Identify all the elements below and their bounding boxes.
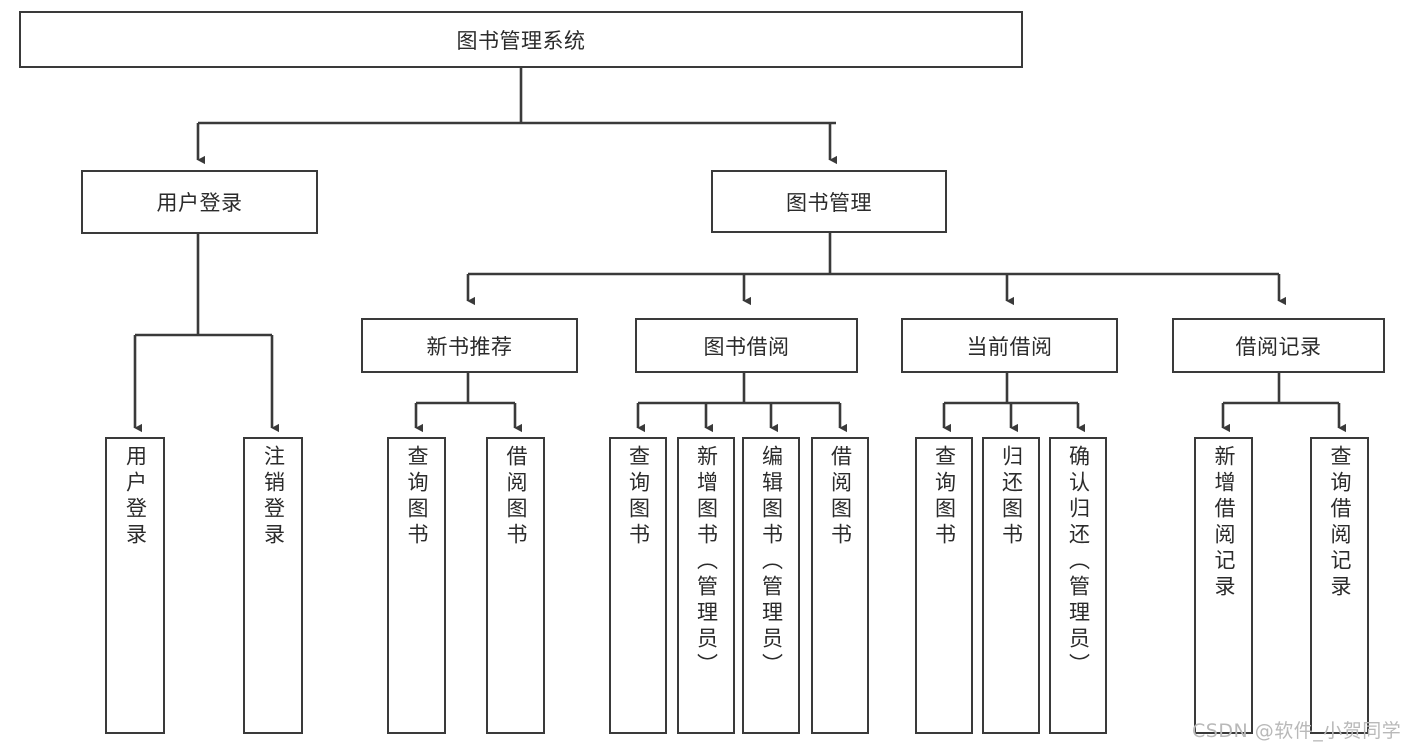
node-root[interactable]: 图书管理系统 (19, 11, 1023, 68)
leaf-borrow-record-add[interactable]: 新增借阅记录 (1194, 437, 1253, 734)
leaf-label: 查询图书 (626, 445, 651, 549)
leaf-label: 借阅图书 (828, 445, 853, 549)
leaf-label: 确认归还（管理员） (1066, 445, 1091, 679)
node-user-login-label: 用户登录 (156, 191, 243, 215)
leaf-label: 编辑图书（管理员） (759, 445, 784, 679)
leaf-current-borrow-query[interactable]: 查询图书 (915, 437, 973, 734)
leaf-label: 归还图书 (999, 445, 1024, 549)
node-user-login[interactable]: 用户登录 (81, 170, 318, 234)
leaf-label: 注销登录 (261, 445, 286, 549)
leaf-label: 查询图书 (405, 445, 429, 549)
leaf-book-borrow-edit[interactable]: 编辑图书（管理员） (742, 437, 800, 734)
leaf-book-borrow-borrow[interactable]: 借阅图书 (811, 437, 869, 734)
node-borrow-record-label: 借阅记录 (1235, 334, 1322, 359)
node-new-book-recommend[interactable]: 新书推荐 (361, 318, 578, 373)
leaf-label: 用户登录 (123, 445, 148, 549)
leaf-new-book-borrow[interactable]: 借阅图书 (486, 437, 545, 734)
leaf-current-borrow-return[interactable]: 归还图书 (982, 437, 1040, 734)
node-root-label: 图书管理系统 (456, 28, 586, 53)
leaf-label: 查询借阅记录 (1328, 445, 1352, 601)
node-book-borrow[interactable]: 图书借阅 (635, 318, 858, 373)
leaf-label: 新增图书（管理员） (694, 445, 719, 679)
leaf-user-login-signout[interactable]: 注销登录 (243, 437, 303, 734)
leaf-label: 新增借阅记录 (1212, 445, 1236, 601)
leaf-user-login-signin[interactable]: 用户登录 (105, 437, 165, 734)
watermark-text: CSDN @软件_小贺同学 (1192, 720, 1402, 742)
node-current-borrow[interactable]: 当前借阅 (901, 318, 1118, 373)
node-new-book-recommend-label: 新书推荐 (426, 334, 513, 359)
leaf-book-borrow-add[interactable]: 新增图书（管理员） (677, 437, 735, 734)
leaf-label: 查询图书 (932, 445, 957, 549)
node-current-borrow-label: 当前借阅 (966, 334, 1053, 359)
node-book-borrow-label: 图书借阅 (703, 334, 790, 359)
leaf-borrow-record-query[interactable]: 查询借阅记录 (1310, 437, 1369, 734)
leaf-book-borrow-query[interactable]: 查询图书 (609, 437, 667, 734)
leaf-current-borrow-confirm[interactable]: 确认归还（管理员） (1049, 437, 1107, 734)
leaf-new-book-query[interactable]: 查询图书 (387, 437, 446, 734)
node-book-management-label: 图书管理 (786, 190, 872, 215)
leaf-label: 借阅图书 (504, 445, 528, 549)
node-book-management[interactable]: 图书管理 (711, 170, 947, 233)
node-borrow-record[interactable]: 借阅记录 (1172, 318, 1385, 373)
